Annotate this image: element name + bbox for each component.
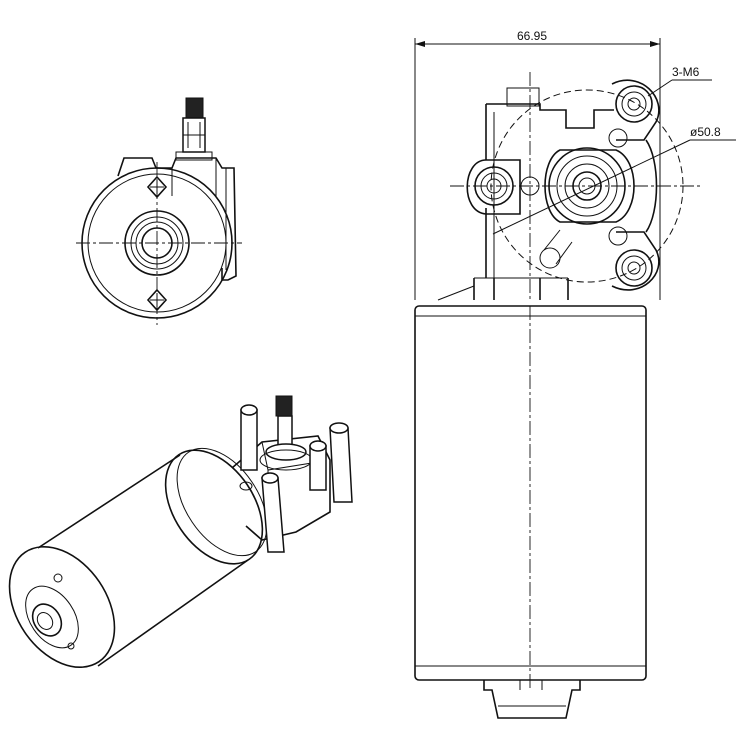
front-view (76, 97, 242, 325)
bolt-circle-callout: ø50.8 (690, 125, 721, 139)
overall-width-dimension: 66.95 (517, 29, 547, 43)
side-view: 66.95 (414, 29, 736, 719)
mount-holes-callout: 3-M6 (672, 65, 700, 79)
isometric-view (8, 395, 353, 669)
